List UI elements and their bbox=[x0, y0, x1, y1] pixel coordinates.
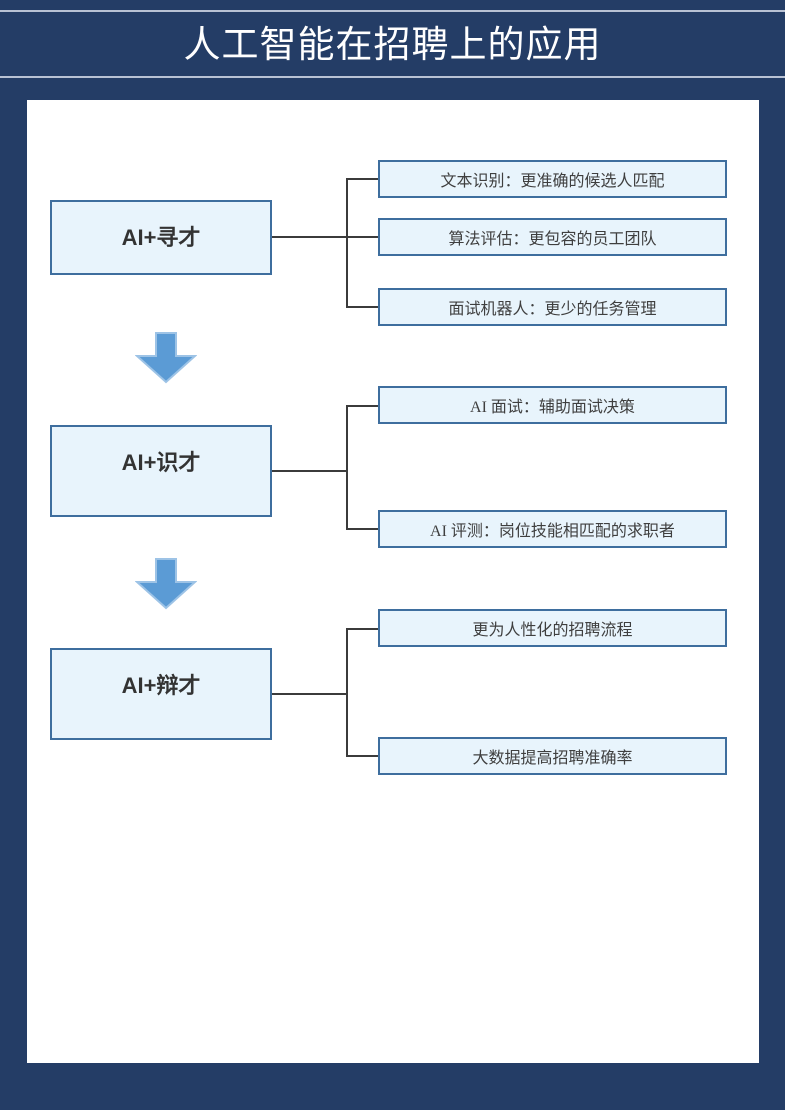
leaf-box-3-1[interactable]: 更为人性化的招聘流程 bbox=[378, 609, 727, 647]
header-bar: 人工智能在招聘上的应用 bbox=[0, 0, 785, 100]
connector-branch-2-1 bbox=[346, 405, 378, 407]
connector-stem-1 bbox=[272, 236, 347, 238]
connector-trunk-3 bbox=[346, 628, 348, 756]
leaf-label-1-3: 面试机器人：更少的任务管理 bbox=[448, 301, 657, 318]
arrow-stage2-to-stage3 bbox=[135, 558, 197, 610]
connector-branch-1-3 bbox=[346, 306, 378, 308]
connector-trunk-2 bbox=[346, 405, 348, 530]
connector-branch-2-2 bbox=[346, 528, 378, 530]
connector-branch-1-2 bbox=[346, 236, 378, 238]
leaf-label-1-1: 文本识别：更准确的候选人匹配 bbox=[440, 173, 665, 190]
stage-label-3: AI+辩才 bbox=[121, 673, 201, 698]
leaf-label-3-2: 大数据提高招聘准确率 bbox=[472, 750, 633, 767]
leaf-label-1-2: 算法评估：更包容的员工团队 bbox=[448, 231, 657, 248]
connector-stem-2 bbox=[272, 470, 347, 472]
leaf-box-1-3[interactable]: 面试机器人：更少的任务管理 bbox=[378, 288, 727, 326]
page-title: 人工智能在招聘上的应用 bbox=[183, 25, 602, 66]
connector-trunk-1 bbox=[346, 178, 348, 308]
leaf-box-1-2[interactable]: 算法评估：更包容的员工团队 bbox=[378, 218, 727, 256]
connector-branch-3-2 bbox=[346, 755, 378, 757]
stage-label-1: AI+寻才 bbox=[121, 225, 201, 250]
stage-box-3[interactable]: AI+辩才 bbox=[50, 648, 272, 740]
leaf-box-1-1[interactable]: 文本识别：更准确的候选人匹配 bbox=[378, 160, 727, 198]
header-top-rule bbox=[0, 10, 785, 12]
leaf-box-3-2[interactable]: 大数据提高招聘准确率 bbox=[378, 737, 727, 775]
diagram-canvas: AI+寻才 文本识别：更准确的候选人匹配 算法评估：更包容的员工团队 面试机器人… bbox=[27, 100, 759, 1063]
connector-stem-3 bbox=[272, 693, 347, 695]
stage-label-2: AI+识才 bbox=[121, 450, 201, 475]
connector-branch-1-1 bbox=[346, 178, 378, 180]
leaf-box-2-1[interactable]: AI 面试：辅助面试决策 bbox=[378, 386, 727, 424]
arrow-stage1-to-stage2 bbox=[135, 332, 197, 384]
leaf-label-2-1: AI 面试：辅助面试决策 bbox=[470, 399, 635, 416]
connector-branch-3-1 bbox=[346, 628, 378, 630]
stage-box-1[interactable]: AI+寻才 bbox=[50, 200, 272, 275]
stage-box-2[interactable]: AI+识才 bbox=[50, 425, 272, 517]
leaf-box-2-2[interactable]: AI 评测：岗位技能相匹配的求职者 bbox=[378, 510, 727, 548]
header-bottom-rule bbox=[0, 76, 785, 78]
leaf-label-3-1: 更为人性化的招聘流程 bbox=[472, 622, 633, 639]
leaf-label-2-2: AI 评测：岗位技能相匹配的求职者 bbox=[430, 523, 675, 540]
